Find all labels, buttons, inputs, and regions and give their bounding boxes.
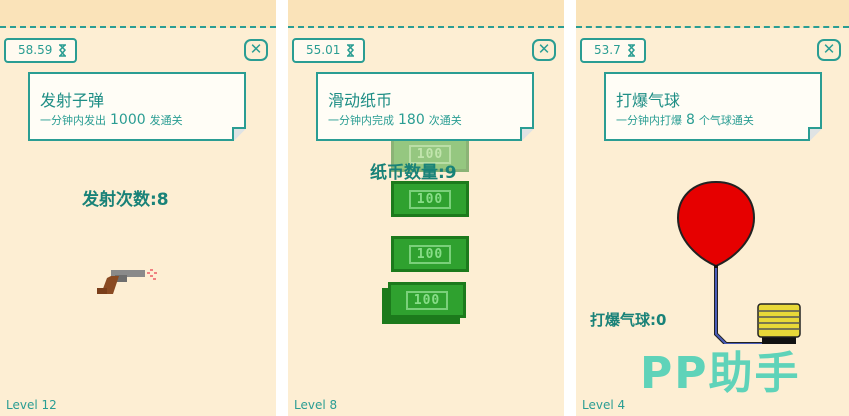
close-button[interactable]: ✕ (532, 39, 556, 61)
task-title: 打爆气球 (616, 91, 681, 110)
level-label: Level 4 (582, 398, 626, 412)
watermark: PP助手 (640, 348, 801, 399)
timer-value: 53.7 (594, 43, 621, 57)
timer: 58.59 (4, 38, 78, 63)
timer: 53.7 (580, 38, 646, 63)
timer: 55.01 (292, 38, 366, 63)
top-band (0, 0, 276, 28)
close-button[interactable]: ✕ (817, 39, 841, 61)
close-button[interactable]: ✕ (244, 39, 268, 61)
top-band (288, 0, 564, 28)
shot-counter: 发射次数:8 (82, 190, 169, 210)
level-label: Level 12 (6, 398, 57, 412)
hourglass-icon (347, 44, 355, 57)
page-fold (232, 127, 246, 141)
top-band (576, 0, 849, 28)
page-fold (808, 127, 822, 141)
bill-stack-top[interactable]: 100 (388, 282, 466, 318)
balloon[interactable] (676, 180, 756, 268)
bill[interactable]: 100 (391, 236, 469, 272)
task-title: 发射子弹 (40, 91, 105, 110)
hourglass-icon (627, 44, 635, 57)
balloon-pump (676, 180, 801, 344)
timer-value: 55.01 (306, 43, 341, 57)
bill[interactable]: 100 (391, 181, 469, 217)
level-label: Level 8 (294, 398, 338, 412)
pump-icon[interactable] (757, 303, 801, 344)
bill-counter: 纸币数量:9 (370, 163, 457, 183)
revolver-icon[interactable] (97, 266, 163, 296)
balloon-counter: 打爆气球:0 (590, 311, 667, 329)
page-fold (520, 127, 534, 141)
task-title: 滑动纸币 (328, 91, 393, 110)
timer-value: 58.59 (18, 43, 53, 57)
hourglass-icon (59, 44, 67, 57)
